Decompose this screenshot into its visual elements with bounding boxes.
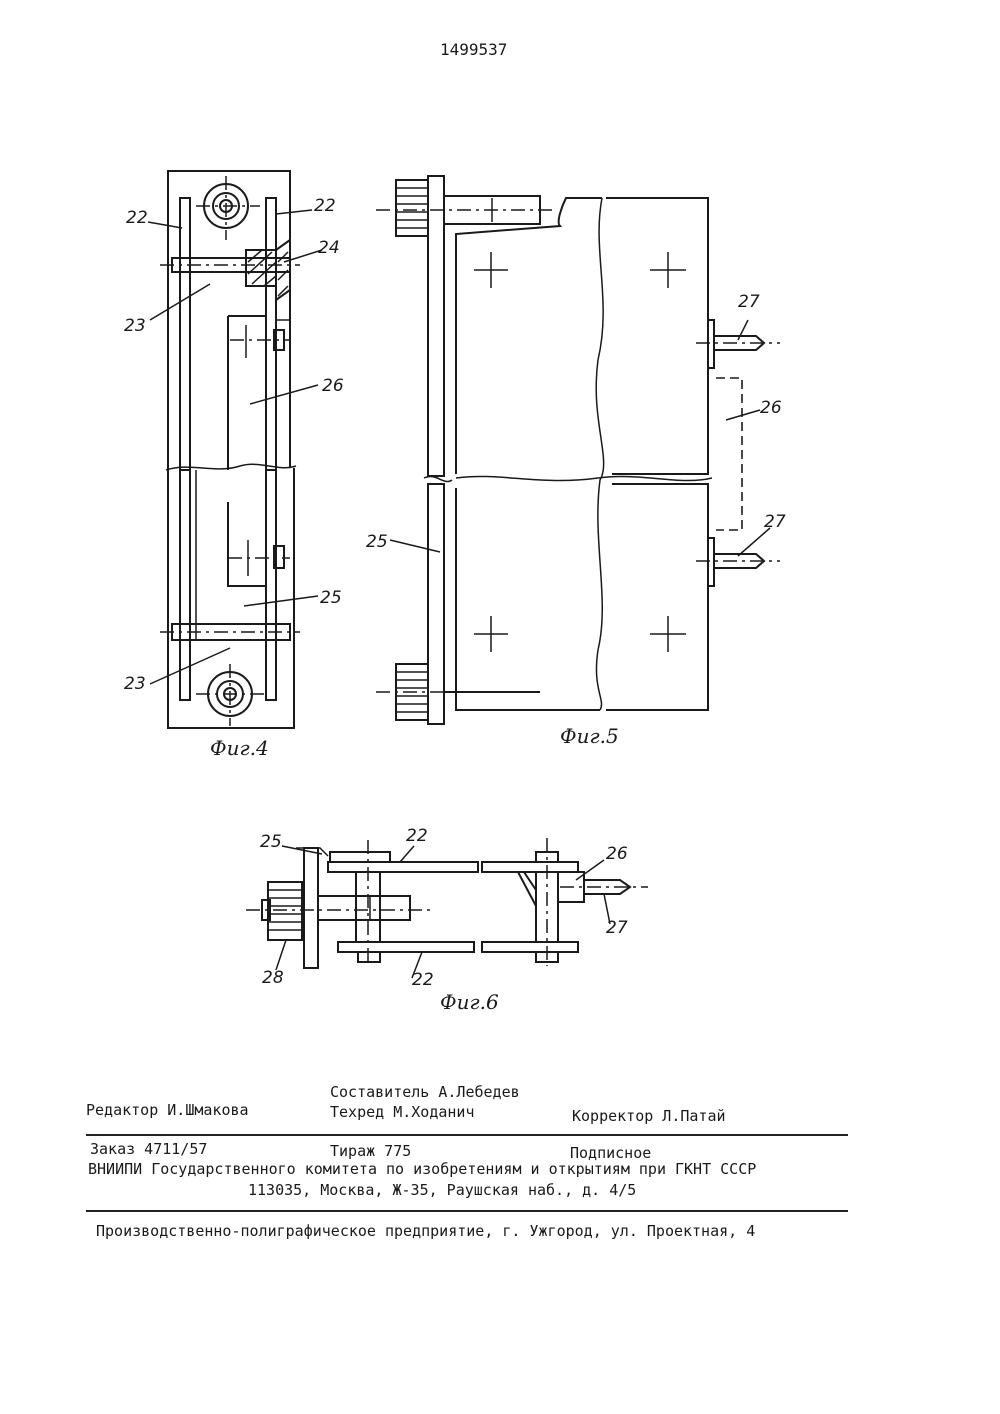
fig6-label-26: 26 [606, 844, 628, 864]
fig5-label-25: 25 [366, 532, 388, 552]
fig4-label-26: 26 [322, 376, 344, 396]
fig4-label-25: 25 [320, 588, 342, 608]
corrector-line: Корректор Л.Патай [572, 1107, 726, 1125]
footer-divider-bottom [86, 1210, 848, 1212]
figure-6-drawing [246, 838, 648, 978]
address-line: 113035, Москва, Ж-35, Раушская наб., д. … [248, 1181, 636, 1199]
patent-drawings [0, 0, 1000, 1060]
fig6-label-28: 28 [262, 968, 284, 988]
figure-4-drawing [148, 171, 322, 728]
techred-line: Техред М.Ходанич [330, 1103, 475, 1121]
printer-line: Производственно-полиграфическое предприя… [96, 1222, 755, 1240]
fig4-label-22-left: 22 [126, 208, 148, 228]
organization-line: ВНИИПИ Государственного комитета по изоб… [88, 1160, 756, 1178]
fig6-label-22-bottom: 22 [412, 970, 434, 990]
fig4-label-23-top: 23 [124, 316, 146, 336]
circulation-line: Тираж 775 [330, 1142, 411, 1160]
fig4-label-24: 24 [318, 238, 340, 258]
fig4-label-23-bottom: 23 [124, 674, 146, 694]
order-line: Заказ 4711/57 [90, 1140, 207, 1158]
fig6-label-25: 25 [260, 832, 282, 852]
compiler-line: Составитель А.Лебедев [330, 1083, 520, 1101]
fig6-label-22-top: 22 [406, 826, 428, 846]
fig6-label-27: 27 [606, 918, 628, 938]
fig5-label-27-bottom: 27 [764, 512, 786, 532]
footer-divider-top [86, 1134, 848, 1136]
editor-line: Редактор И.Шмакова [86, 1101, 249, 1119]
figure-5-drawing [376, 176, 780, 724]
fig4-label-22-right: 22 [314, 196, 336, 216]
fig5-label-26: 26 [760, 398, 782, 418]
fig4-caption: Фиг.4 [210, 736, 269, 760]
fig6-caption: Фиг.6 [440, 990, 499, 1014]
fig5-caption: Фиг.5 [560, 724, 619, 748]
fig5-label-27-top: 27 [738, 292, 760, 312]
